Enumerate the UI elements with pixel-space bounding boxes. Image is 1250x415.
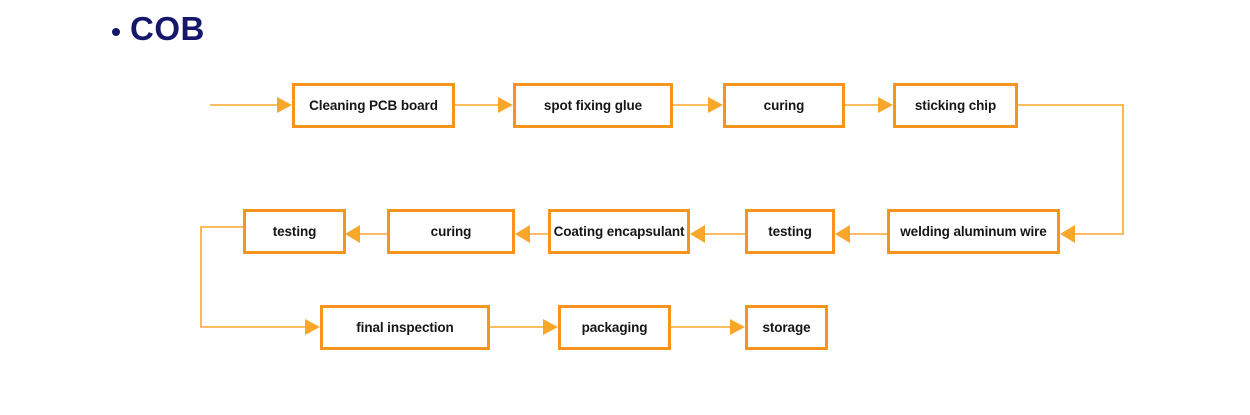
arrowhead-r2-2 (690, 225, 705, 243)
node-testing-row2-left[interactable]: testing (243, 209, 346, 254)
arrowhead-r2-3 (515, 225, 530, 243)
node-testing-row2-right[interactable]: testing (745, 209, 835, 254)
arrowhead-r1-2 (708, 97, 723, 113)
page-title: COB (112, 12, 205, 45)
arrowhead-entry (277, 97, 292, 113)
arrowhead-r3-1 (543, 319, 558, 335)
arrowhead-r2-to-r3 (305, 319, 320, 335)
node-storage[interactable]: storage (745, 305, 828, 350)
arrowhead-r2-4 (345, 225, 360, 243)
bullet-dot-icon (112, 27, 120, 36)
page-title-text: COB (130, 10, 205, 47)
node-sticking-chip[interactable]: sticking chip (893, 83, 1018, 128)
node-curing-row1[interactable]: curing (723, 83, 845, 128)
node-spot-fixing-glue[interactable]: spot fixing glue (513, 83, 673, 128)
node-welding-aluminum-wire[interactable]: welding aluminum wire (887, 209, 1060, 254)
arrowhead-r3-2 (730, 319, 745, 335)
arrowhead-r1-to-r2 (1060, 225, 1075, 243)
node-final-inspection[interactable]: final inspection (320, 305, 490, 350)
arrowhead-r1-1 (498, 97, 513, 113)
node-coating-encapsulant[interactable]: Coating encapsulant (548, 209, 690, 254)
arrowhead-r2-1 (835, 225, 850, 243)
arrowhead-r1-3 (878, 97, 893, 113)
node-packaging[interactable]: packaging (558, 305, 671, 350)
node-curing-row2[interactable]: curing (387, 209, 515, 254)
node-cleaning-pcb-board[interactable]: Cleaning PCB board (292, 83, 455, 128)
